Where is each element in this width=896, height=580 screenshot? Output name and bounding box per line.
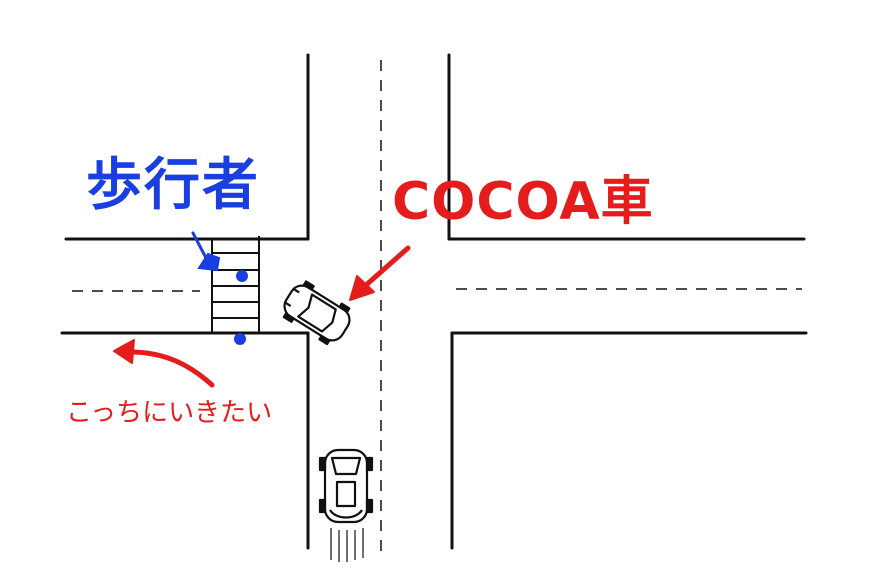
car-icon	[318, 448, 374, 562]
red-arrow-icon	[349, 275, 375, 301]
pedestrian-dot-icon	[236, 270, 248, 282]
pedestrian-dot-icon	[197, 252, 221, 272]
red-arrow-icon	[113, 339, 135, 364]
pedestrian-label: 歩行者	[86, 153, 260, 218]
car-icon	[282, 280, 351, 346]
pedestrian-dot-icon	[234, 333, 246, 345]
center-lines	[72, 60, 802, 560]
cocoa-car-label: COCOA車	[392, 172, 654, 232]
road-edges	[60, 53, 808, 550]
crosswalk	[211, 236, 260, 333]
pedestrians	[191, 231, 248, 345]
want-to-go-label: こっちにいきたい	[66, 398, 273, 428]
red-arrow-icon	[362, 245, 411, 289]
motion-lines	[330, 528, 364, 562]
pedestrian-pointer	[191, 231, 208, 260]
red-arrows	[113, 245, 411, 388]
red-arrow-icon	[127, 349, 215, 388]
